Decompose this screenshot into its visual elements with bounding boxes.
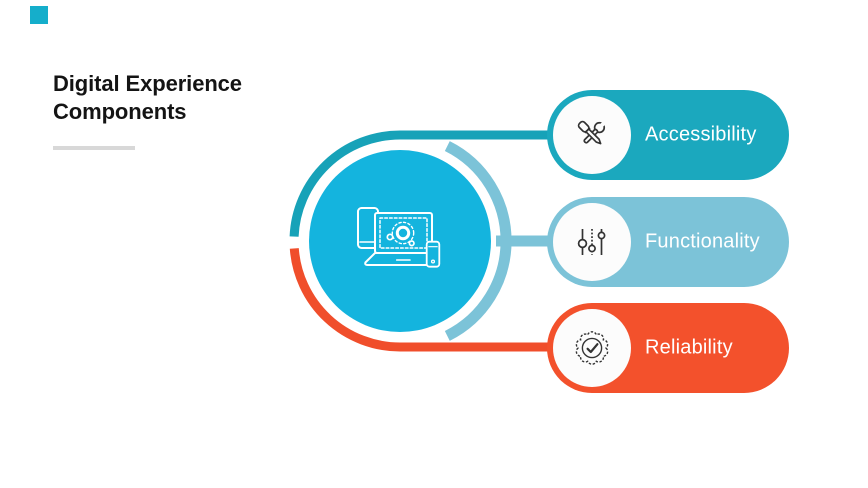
reliability-icon-circle [553,309,631,387]
functionality-icon-circle [553,203,631,281]
component-pill-functionality[interactable]: Functionality [547,197,789,287]
laptop-screen [374,212,433,254]
tools-icon [577,120,607,145]
sliders-icon [577,229,606,255]
component-pill-accessibility[interactable]: Accessibility [547,90,789,180]
page-title-line2: Components [53,99,187,124]
laptop-screen-dashed [379,217,428,249]
component-pill-reliability[interactable]: Reliability [547,303,789,393]
component-label-accessibility: Accessibility [645,123,757,146]
phone-dot [430,259,436,264]
small-circle-left [386,233,394,241]
accessibility-connector [289,130,600,237]
header: Digital Experience Components [53,70,242,150]
gear-circle [395,225,411,241]
accessibility-icon-circle [553,96,631,174]
badge-icon [575,331,609,365]
screwdriver-icon [577,120,602,145]
component-label-reliability: Reliability [645,336,733,359]
page-title-line1: Digital Experience [53,71,242,96]
orbit-dashed-circle [391,221,415,245]
small-circle-right [408,240,415,247]
phone-shape [425,240,441,268]
title-underline-rule [53,146,135,150]
page-title: Digital Experience Components [53,70,242,126]
component-label-functionality: Functionality [645,230,760,253]
reliability-connector [289,248,600,352]
accent-square [30,6,48,24]
devices-icon [357,207,441,268]
